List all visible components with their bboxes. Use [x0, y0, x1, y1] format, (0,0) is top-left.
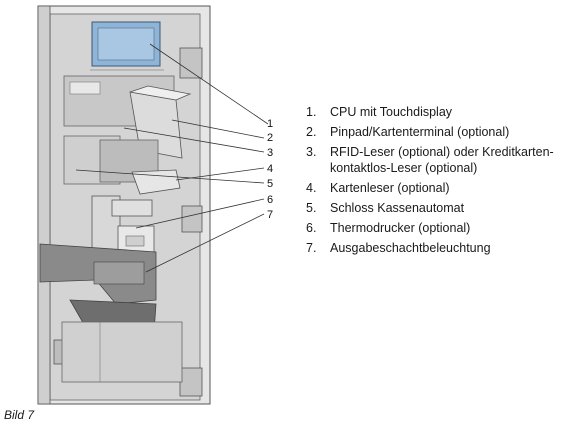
- legend-text: CPU mit Touchdisplay: [330, 105, 453, 119]
- legend-number: 3.: [306, 145, 317, 159]
- figure-caption: Bild 7: [4, 408, 35, 422]
- leader-line-2: [171, 119, 265, 139]
- legend-item-1: 1. CPU mit Touchdisplay: [306, 104, 578, 120]
- callout-4: 4: [267, 163, 274, 175]
- legend-text: Pinpad/Kartenterminal (optional): [330, 125, 510, 139]
- callout-1: 1: [267, 118, 274, 130]
- left-rail: [37, 5, 51, 405]
- legend-text: Thermodrucker (optional): [330, 221, 471, 235]
- callout-2: 2: [267, 132, 274, 144]
- component-legend: 1. CPU mit Touchdisplay 2. Pinpad/Karten…: [306, 104, 578, 260]
- lower-panel: [61, 321, 183, 383]
- legend-number: 2.: [306, 125, 317, 139]
- leader-line-1: [149, 43, 269, 125]
- legend-number: 7.: [306, 241, 317, 255]
- legend-number: 4.: [306, 181, 317, 195]
- lock-bracket: [111, 199, 153, 217]
- leader-line-6: [135, 198, 265, 229]
- leader-line-7: [145, 213, 265, 273]
- legend-text: RFID-Leser (optional) oder Kreditkarten-…: [330, 145, 554, 175]
- legend-number: 5.: [306, 201, 317, 215]
- callout-5: 5: [267, 178, 274, 190]
- legend-item-2: 2. Pinpad/Kartenterminal (optional): [306, 124, 578, 140]
- callout-7: 7: [267, 209, 274, 221]
- legend-text: Schloss Kassenautomat: [330, 201, 465, 215]
- legend-text: Kartenleser (optional): [330, 181, 450, 195]
- pinpad-top: [129, 85, 192, 101]
- upper-slot: [69, 81, 101, 95]
- legend-item-5: 5. Schloss Kassenautomat: [306, 200, 578, 216]
- hinge-bottom: [179, 367, 203, 397]
- callout-3: 3: [267, 147, 274, 159]
- leader-line-3: [123, 127, 265, 153]
- callout-6: 6: [267, 194, 274, 206]
- printer-roll: [125, 235, 145, 247]
- cpu-board-inner: [97, 27, 155, 61]
- legend-text: Ausgabeschachtbeleuchtung: [330, 241, 491, 255]
- legend-item-3: 3. RFID-Leser (optional) oder Kreditkart…: [306, 144, 578, 176]
- hinge-mid: [181, 205, 203, 233]
- machine-interior-drawing: 1 2 3 4 5 6 7: [0, 0, 300, 410]
- legend-number: 6.: [306, 221, 317, 235]
- legend-item-6: 6. Thermodrucker (optional): [306, 220, 578, 236]
- chute-light: [93, 261, 145, 285]
- machine-drawing-svg: [37, 5, 269, 405]
- hinge-top: [179, 47, 203, 79]
- legend-item-7: 7. Ausgabeschachtbeleuchtung: [306, 240, 578, 256]
- legend-item-4: 4. Kartenleser (optional): [306, 180, 578, 196]
- leader-line-5: [75, 169, 265, 184]
- legend-number: 1.: [306, 105, 317, 119]
